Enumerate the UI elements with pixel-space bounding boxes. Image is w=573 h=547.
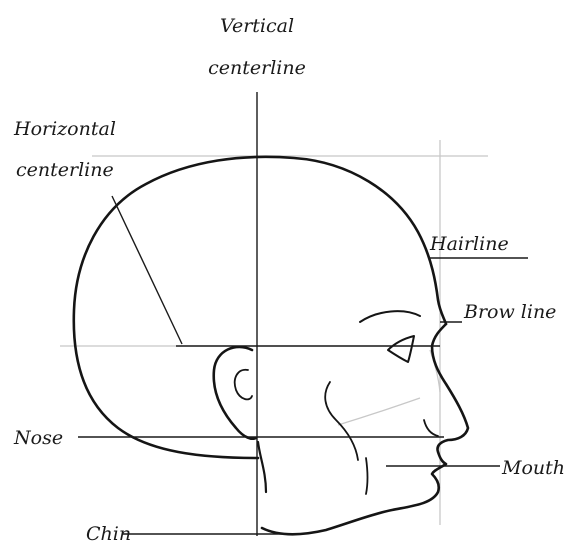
face-profile <box>262 324 468 534</box>
horizontal-centerline-leader <box>112 196 182 344</box>
horizontal-centerline-label-line2: centerline <box>16 159 114 181</box>
vertical-centerline-label-line1: Vertical <box>220 15 294 37</box>
skull-outline <box>74 157 446 458</box>
labels: Vertical centerline Horizontal centerlin… <box>13 15 565 542</box>
ear-outer <box>214 347 256 439</box>
cheek-contour <box>325 382 358 460</box>
brow-line-label: Brow line <box>463 301 556 323</box>
chin-label: Chin <box>86 523 131 542</box>
eye <box>388 336 414 362</box>
eyebrow <box>360 311 420 322</box>
mouth-corner-line <box>366 458 368 494</box>
horizontal-centerline-label-line1: Horizontal <box>13 118 116 140</box>
vertical-centerline-label-line2: centerline <box>208 57 306 79</box>
jaw-guide-curve <box>338 398 420 425</box>
nose-label: Nose <box>13 427 63 449</box>
mouth-label: Mouth <box>501 457 565 479</box>
neck-line <box>258 442 266 492</box>
hairline-label: Hairline <box>429 233 509 255</box>
nostril <box>424 420 438 436</box>
ear-inner <box>235 370 252 400</box>
